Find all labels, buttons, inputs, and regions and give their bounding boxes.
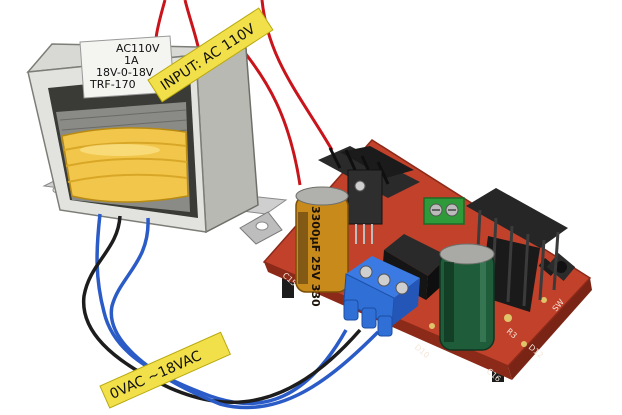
capacitor-gold: 3300μF 25V 330 xyxy=(295,186,349,307)
heatsink-right xyxy=(466,188,568,312)
board-button xyxy=(546,253,576,281)
transformer-label-line-2: 1A xyxy=(124,54,139,67)
heatsink-left xyxy=(318,146,420,244)
transformer-label-line-3: 18V-0-18V xyxy=(96,66,154,79)
silk-d10: D10 xyxy=(413,343,431,360)
green-terminal-block xyxy=(423,197,465,225)
transformer-label-line-1: AC110V xyxy=(116,42,160,55)
transformer-coil xyxy=(61,127,189,203)
transformer: AC110V 1A 18V-0-18V TRF-170 xyxy=(26,35,288,245)
capacitor-gold-text: 3300μF 25V 330 xyxy=(309,206,322,307)
blue-terminal-block xyxy=(343,256,420,337)
transformer-label-line-4: TRF-170 xyxy=(89,78,136,91)
capacitor-green xyxy=(439,243,495,351)
